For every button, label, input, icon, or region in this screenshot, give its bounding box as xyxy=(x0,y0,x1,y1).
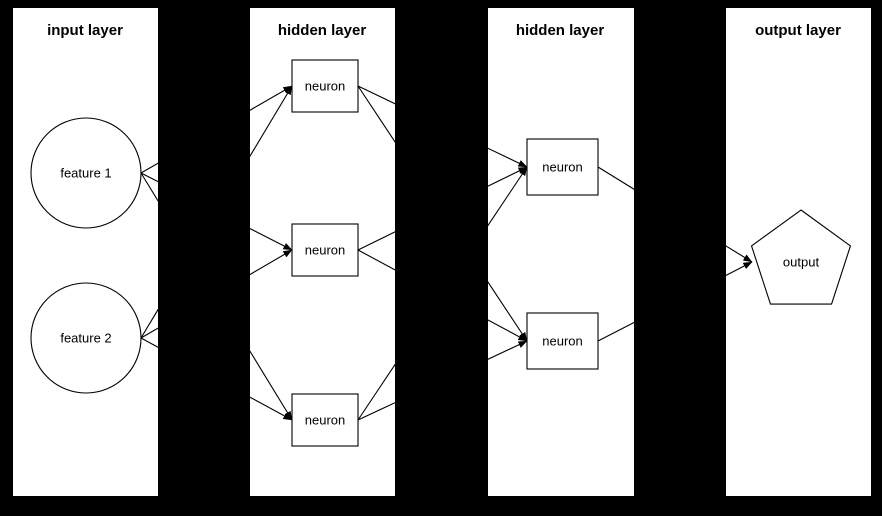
connection-segment-target xyxy=(488,319,528,342)
node-label: feature 1 xyxy=(60,165,111,180)
node-hidden1-neuron-3[interactable]: neuron xyxy=(291,393,359,447)
node-hidden1-neuron-1[interactable]: neuron xyxy=(291,59,359,113)
connection-segment-target xyxy=(250,249,293,276)
connection-segment-source xyxy=(357,249,395,271)
connection-segment-target xyxy=(250,85,293,111)
connection-segment-target xyxy=(488,281,528,342)
connection-hidden1-neuron-1-to-hidden2-neuron-2 xyxy=(357,85,528,342)
node-rect[interactable] xyxy=(526,138,599,196)
node-hidden1-neuron-2[interactable]: neuron xyxy=(291,223,359,277)
node-rect[interactable] xyxy=(291,59,359,113)
node-label: neuron xyxy=(305,412,345,427)
node-hidden2-neuron-1[interactable]: neuron xyxy=(526,138,599,196)
connection-segment-target xyxy=(488,166,528,187)
layer-title-input: input layer xyxy=(47,22,123,39)
connection-feature-1-to-hidden1-neuron-1 xyxy=(140,85,293,174)
connection-feature-2-to-hidden1-neuron-1 xyxy=(140,85,293,339)
connection-segment-source xyxy=(597,321,634,342)
connection-hidden2-neuron-2-to-output-node xyxy=(597,261,753,342)
connection-hidden2-neuron-1-to-output-node xyxy=(597,166,753,263)
connection-segment-source xyxy=(357,363,395,421)
node-rect[interactable] xyxy=(526,312,599,370)
connection-feature-2-to-hidden1-neuron-3 xyxy=(140,337,293,421)
node-label: neuron xyxy=(305,242,345,257)
node-rect[interactable] xyxy=(291,393,359,447)
node-label: neuron xyxy=(542,159,582,174)
connection-segment-source xyxy=(357,85,395,143)
node-circle[interactable] xyxy=(30,282,142,394)
node-feature-2[interactable]: feature 2 xyxy=(30,282,142,394)
connection-segment-target xyxy=(488,166,528,227)
layer-panel-input xyxy=(13,8,158,496)
connection-segment-target xyxy=(250,85,293,158)
connection-segment-target xyxy=(488,147,528,168)
layer-titles-group: input layer hidden layer hidden layer outpu… xyxy=(47,22,841,39)
node-pentagon[interactable] xyxy=(750,209,852,305)
node-rect[interactable] xyxy=(291,223,359,277)
connection-feature-1-to-hidden1-neuron-3 xyxy=(140,172,293,421)
layer-panels-group xyxy=(13,8,871,496)
node-hidden2-neuron-2[interactable]: neuron xyxy=(526,312,599,370)
node-circle[interactable] xyxy=(30,117,142,229)
node-label: feature 2 xyxy=(60,330,111,345)
node-label: neuron xyxy=(542,333,582,348)
layer-title-output: output layer xyxy=(755,22,841,39)
connection-segment-target xyxy=(250,350,293,421)
connection-hidden1-neuron-2-to-hidden2-neuron-1 xyxy=(357,166,528,251)
connection-feature-1-to-hidden1-neuron-2 xyxy=(140,172,293,251)
connection-hidden1-neuron-3-to-hidden2-neuron-1 xyxy=(357,166,528,421)
node-label: output xyxy=(783,254,820,269)
node-label: neuron xyxy=(305,78,345,93)
connection-segment-source xyxy=(597,166,634,190)
connection-feature-2-to-hidden1-neuron-2 xyxy=(140,249,293,339)
layer-panel-hidden-2 xyxy=(488,8,634,496)
connection-segment-target xyxy=(488,340,528,360)
nodes-group: feature 1 feature 2 neuron neuron neuron neur… xyxy=(30,59,852,447)
connection-segment-source xyxy=(357,85,395,105)
connection-hidden1-neuron-1-to-hidden2-neuron-1 xyxy=(357,85,528,168)
connection-segment-target xyxy=(250,396,293,421)
connection-hidden1-neuron-2-to-hidden2-neuron-2 xyxy=(357,249,528,342)
layer-title-hidden-1: hidden layer xyxy=(278,22,367,39)
connection-hidden1-neuron-3-to-hidden2-neuron-2 xyxy=(357,340,528,421)
node-output-node[interactable]: output xyxy=(750,209,852,305)
connection-segment-target xyxy=(250,227,293,251)
connections-group xyxy=(140,85,753,421)
connection-segment-source xyxy=(357,402,395,421)
node-feature-1[interactable]: feature 1 xyxy=(30,117,142,229)
connection-segment-target xyxy=(726,245,753,263)
connection-segment-target xyxy=(726,261,753,276)
connection-segment-source xyxy=(357,231,395,251)
layer-title-hidden-2: hidden layer xyxy=(516,22,605,39)
